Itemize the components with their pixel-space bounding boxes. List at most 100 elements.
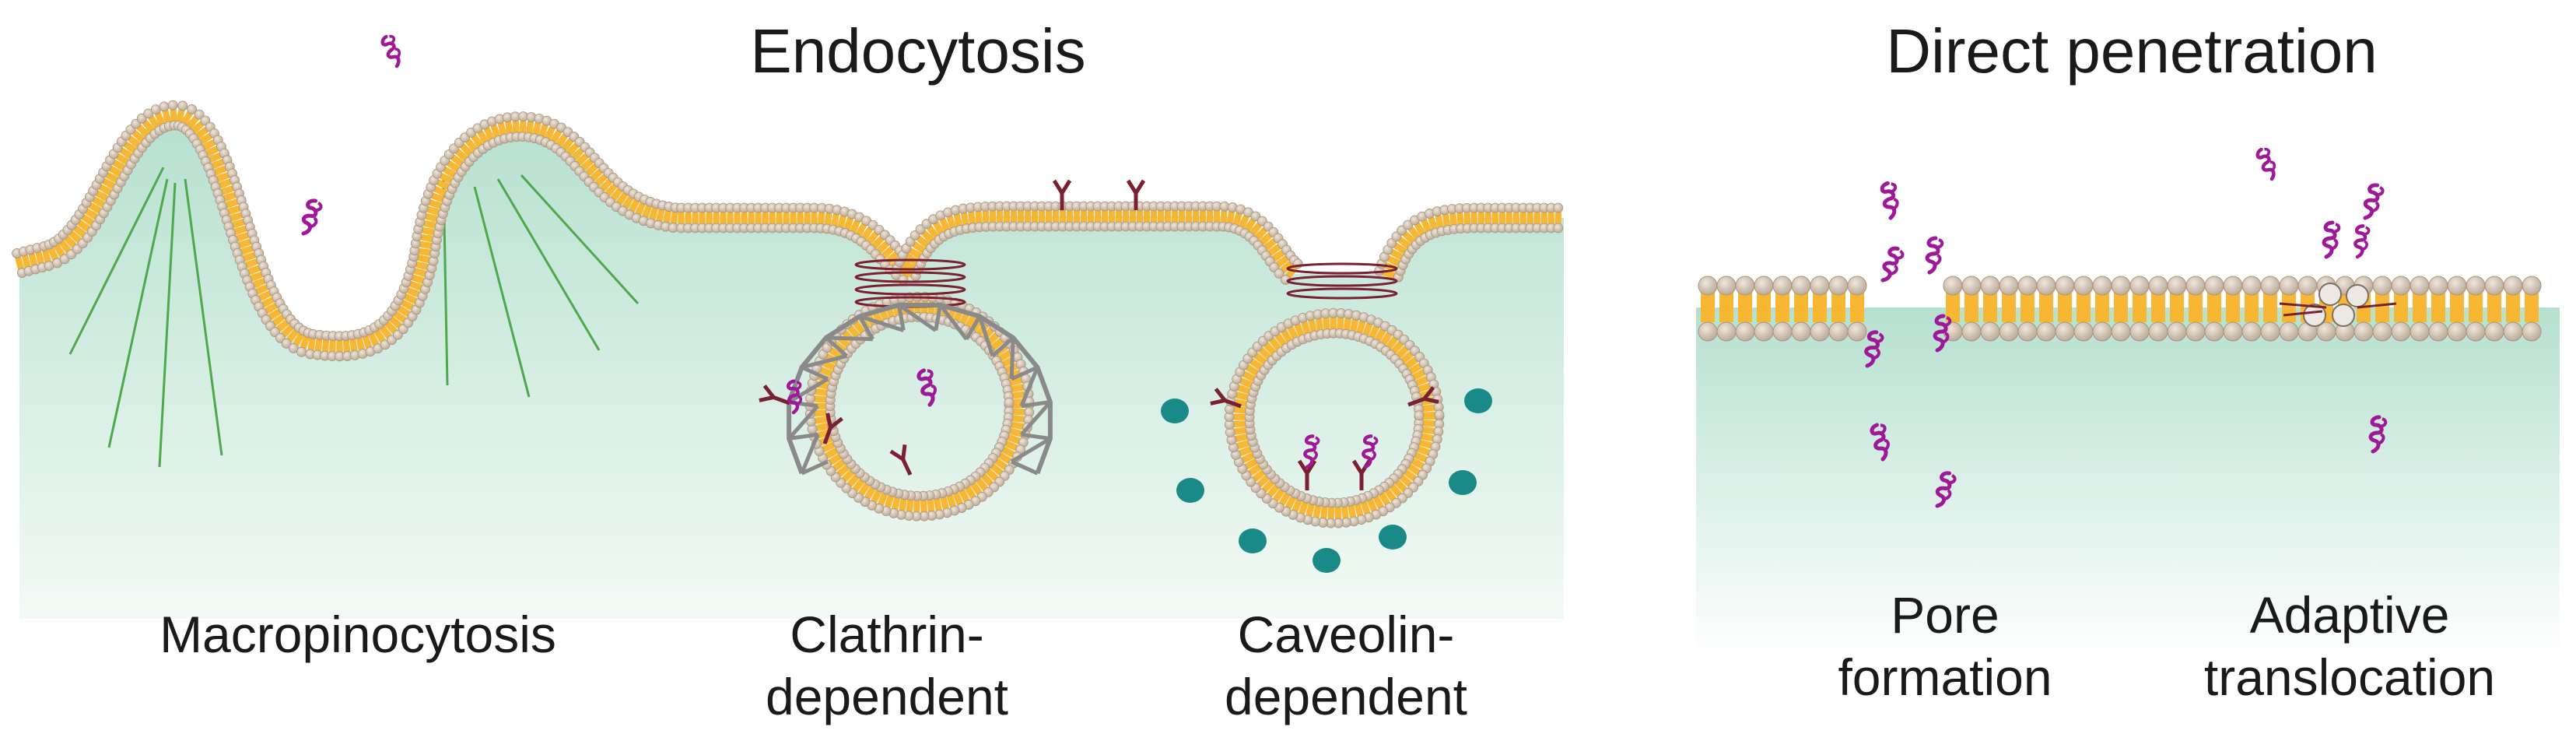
pore-label-line2: formation bbox=[1838, 648, 2052, 706]
pore-label-line1: Pore bbox=[1891, 586, 1999, 644]
clathrin-strut bbox=[825, 335, 873, 342]
direct-penetration-title: Direct penetration bbox=[1886, 16, 2378, 86]
neck-ring bbox=[1286, 275, 1398, 287]
neck-ring bbox=[1286, 262, 1398, 275]
guanidinium-bead bbox=[2318, 283, 2342, 306]
caveolin-label-line1: Caveolin- bbox=[1237, 606, 1455, 663]
peptide bbox=[1935, 471, 1957, 508]
guanidinium-bead bbox=[2332, 304, 2355, 327]
clathrin-strut bbox=[788, 432, 818, 441]
plasma-membrane-right bbox=[1698, 276, 2542, 342]
clathrin-neck bbox=[854, 258, 966, 308]
clathrin-strut bbox=[934, 304, 943, 331]
caveolin-protein bbox=[1313, 548, 1341, 573]
neck-ring bbox=[854, 258, 966, 271]
macropinocytosis-label: Macropinocytosis bbox=[159, 606, 556, 663]
adaptive-label-line1: Adaptive bbox=[2249, 586, 2450, 644]
adaptive-label-line2: translocation bbox=[2203, 648, 2496, 706]
adaptive-translocation-label: Adaptive translocation bbox=[2132, 584, 2567, 708]
clathrin-strut bbox=[801, 353, 847, 370]
receptor bbox=[1210, 388, 1242, 409]
peptide bbox=[1864, 330, 1884, 368]
actin-filament bbox=[107, 178, 169, 448]
actin-filament bbox=[184, 178, 223, 456]
clathrin-strut bbox=[938, 304, 969, 341]
actin-filament bbox=[68, 167, 165, 355]
guanidinium-bead bbox=[2303, 304, 2326, 327]
peptide bbox=[1925, 236, 1944, 275]
clathrin-strut bbox=[1011, 365, 1039, 381]
endocytosis-title: Endocytosis bbox=[750, 16, 1086, 86]
peptide bbox=[916, 368, 937, 407]
receptor bbox=[1052, 179, 1072, 210]
caveolin-label-line2: dependent bbox=[1225, 668, 1467, 725]
caveolin-protein bbox=[1176, 478, 1204, 503]
plasma-membrane-left bbox=[12, 100, 1564, 362]
peptide bbox=[2255, 147, 2276, 181]
receptor bbox=[1297, 459, 1317, 490]
peptide bbox=[1880, 181, 1899, 220]
clathrin-strut bbox=[825, 336, 848, 358]
cytoplasm-right bbox=[1696, 307, 2560, 658]
peptide bbox=[1933, 314, 1952, 353]
clathrin-strut bbox=[857, 315, 874, 341]
actin-filament bbox=[520, 174, 640, 305]
clathrin-strut bbox=[1019, 366, 1039, 407]
clathrin-strut bbox=[1009, 337, 1015, 379]
actin-filament bbox=[496, 178, 601, 351]
clathrin-label-line1: Clathrin- bbox=[790, 606, 984, 663]
clathrin-strut bbox=[1010, 437, 1052, 464]
neck-ring bbox=[854, 271, 966, 283]
peptide bbox=[1303, 434, 1320, 469]
clathrin-strut bbox=[1021, 432, 1051, 441]
peptide bbox=[2363, 183, 2385, 220]
clathrin-strut bbox=[896, 304, 906, 331]
caveolin-dependent-label: Caveolin- dependent bbox=[1128, 603, 1564, 728]
caveolin-protein bbox=[1449, 470, 1477, 495]
peptide bbox=[1880, 246, 1905, 283]
clathrin-dependent-label: Clathrin- dependent bbox=[669, 603, 1105, 728]
receptor bbox=[759, 385, 790, 406]
clathrin-strut bbox=[801, 459, 829, 476]
clathrin-strut bbox=[965, 315, 982, 341]
peptide bbox=[2353, 224, 2371, 259]
clathrin-strut bbox=[1021, 400, 1051, 409]
clathrin-vesicle bbox=[804, 291, 1035, 521]
clathrin-strut bbox=[859, 314, 905, 332]
clathrin-strut bbox=[1020, 400, 1052, 436]
clathrin-strut bbox=[800, 434, 820, 475]
actin-filament bbox=[473, 186, 531, 398]
caveolin-protein bbox=[1161, 399, 1189, 423]
receptor bbox=[822, 413, 843, 444]
receptor bbox=[1407, 386, 1439, 407]
clathrin-strut bbox=[787, 405, 819, 441]
actin-filament bbox=[158, 182, 177, 468]
caveolin-protein bbox=[1464, 388, 1492, 413]
clathrin-strut bbox=[787, 377, 829, 404]
peptide bbox=[2322, 220, 2341, 259]
guanidinium-bead bbox=[2346, 284, 2369, 307]
neck-ring bbox=[1286, 287, 1398, 300]
clathrin-strut bbox=[977, 315, 995, 357]
peptide bbox=[301, 198, 323, 236]
caveolin-protein bbox=[1379, 525, 1407, 550]
receptor bbox=[889, 444, 913, 476]
receptor bbox=[1126, 179, 1146, 210]
peptide bbox=[2368, 415, 2388, 454]
caveolin-vesicle bbox=[1224, 307, 1445, 528]
caveolin-protein bbox=[1239, 528, 1267, 553]
clathrin-strut bbox=[897, 303, 938, 332]
clathrin-label-line2: dependent bbox=[766, 668, 1008, 725]
clathrin-strut bbox=[801, 365, 829, 381]
cytoplasm-left bbox=[19, 114, 1564, 620]
neck-ring bbox=[854, 283, 966, 296]
clathrin-strut bbox=[1011, 459, 1039, 476]
caveolin-neck bbox=[1286, 262, 1398, 300]
pore-formation-label: Pore formation bbox=[1751, 584, 2140, 708]
peptide bbox=[787, 379, 803, 415]
clathrin-strut bbox=[991, 336, 1015, 358]
peptide bbox=[1870, 423, 1890, 462]
adaptive-complex bbox=[2279, 283, 2397, 327]
